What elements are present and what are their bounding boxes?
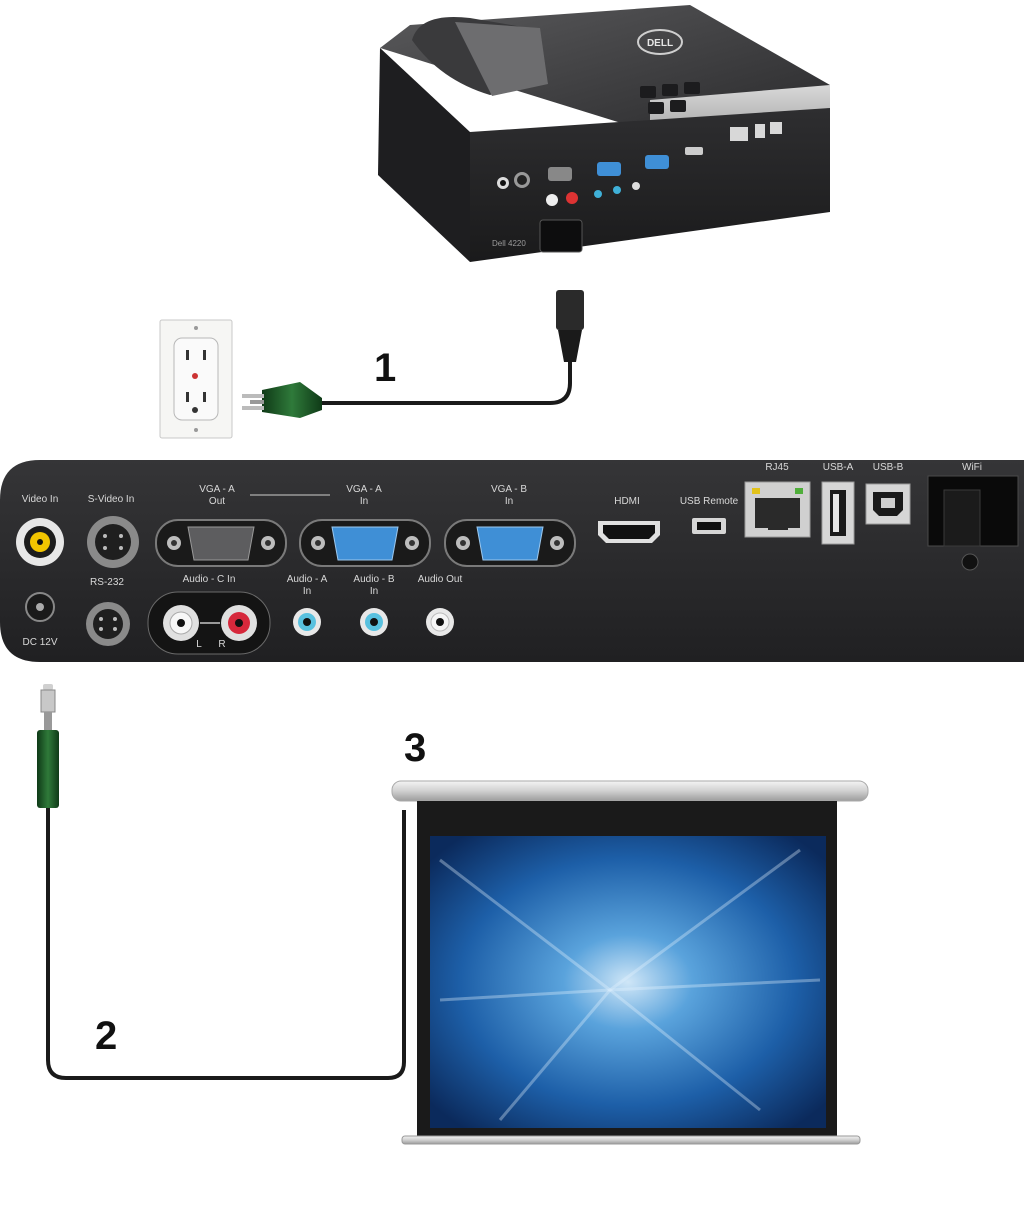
label-dc-12v: DC 12V [22, 637, 57, 649]
vga-a-out-port [156, 520, 286, 566]
projector-model-label: Dell 4220 [492, 239, 526, 248]
label-rj45: RJ45 [765, 462, 788, 474]
iec-connector [556, 290, 584, 362]
dc-12v-port [26, 593, 54, 621]
vga-b-in-port [445, 520, 575, 566]
screen-housing [392, 781, 868, 801]
label-usb-remote: USB Remote [680, 496, 738, 508]
power-cord-cable [320, 360, 570, 403]
screen-bottom-bar [402, 1136, 860, 1144]
wall-outlet [160, 320, 232, 438]
video-in-port [16, 518, 64, 566]
audio-c-in-ports [148, 592, 270, 654]
rj45-port [745, 482, 810, 537]
callout-2: 2 [95, 1016, 117, 1056]
label-audio-r: R [218, 639, 225, 651]
hdmi-port [598, 521, 660, 543]
s-video-in-port [87, 516, 139, 568]
label-usb-a: USB-A [823, 462, 854, 474]
label-usb-b: USB-B [873, 462, 904, 474]
usb-a-port [822, 482, 854, 544]
svg-text:DELL: DELL [647, 38, 673, 49]
trigger-cable [37, 684, 404, 1078]
label-hdmi: HDMI [614, 496, 640, 508]
audio-a-in-port [293, 608, 321, 636]
motorized-screen [392, 781, 868, 1144]
label-audio-out: Audio Out [418, 574, 462, 586]
dc-plug [37, 684, 59, 808]
label-audio-c-in: Audio - C In [183, 574, 236, 586]
rs232-port [86, 602, 130, 646]
grounded-plug [242, 382, 322, 418]
label-audio-l: L [196, 639, 202, 651]
label-video-in: Video In [22, 494, 59, 506]
power-cord [242, 290, 584, 418]
audio-out-port [426, 608, 454, 636]
usb-b-port [866, 484, 910, 524]
callout-1: 1 [374, 348, 396, 388]
projector: DELL Dell 4220 [378, 5, 830, 262]
label-wifi: WiFi [962, 462, 982, 474]
audio-b-in-port [360, 608, 388, 636]
vga-a-in-port [300, 520, 430, 566]
label-rs232: RS-232 [90, 577, 124, 589]
callout-3: 3 [404, 728, 426, 768]
usb-remote-port [692, 518, 726, 534]
label-s-video-in: S-Video In [88, 494, 135, 506]
